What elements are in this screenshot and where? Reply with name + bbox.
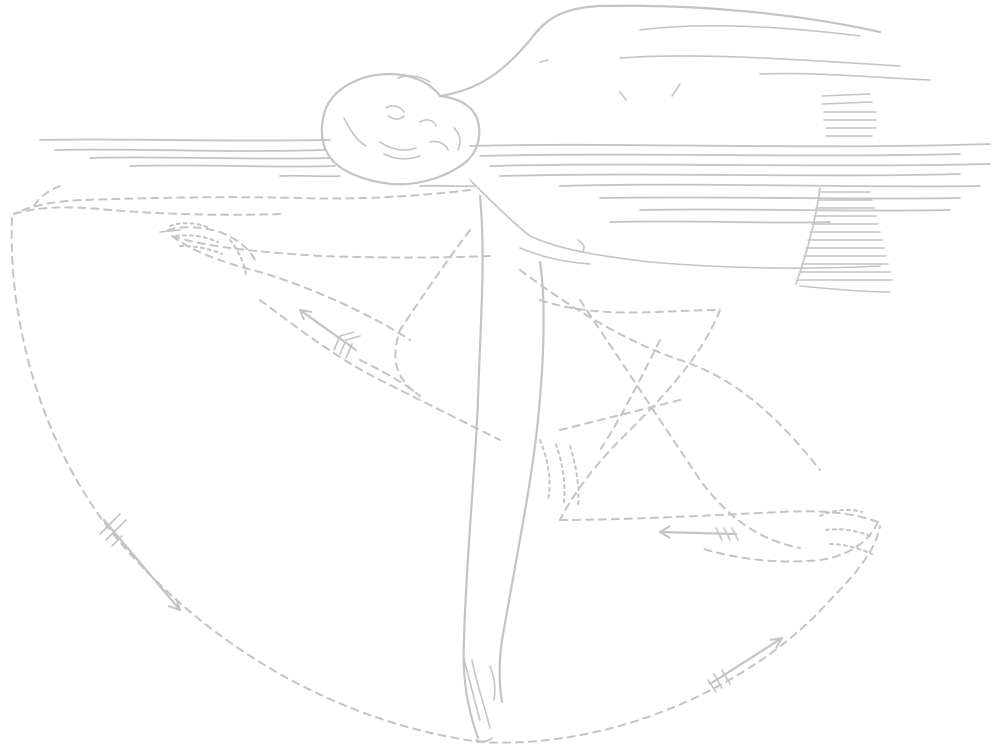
direction-arrows bbox=[100, 230, 782, 692]
swimmer-hand-lower-right bbox=[820, 510, 872, 554]
swimmer-hand-upper bbox=[170, 223, 246, 274]
swimmer-back bbox=[440, 6, 930, 136]
swimmer-head bbox=[322, 74, 479, 184]
arrow-icon bbox=[300, 310, 360, 358]
arrow-icon bbox=[100, 514, 180, 610]
water-surface-lines bbox=[40, 139, 990, 222]
arrow-icon bbox=[660, 526, 738, 540]
arrow-icon bbox=[160, 230, 180, 232]
arrow-icon bbox=[708, 638, 782, 692]
swimmer-arm-dashed-positions bbox=[14, 190, 878, 562]
